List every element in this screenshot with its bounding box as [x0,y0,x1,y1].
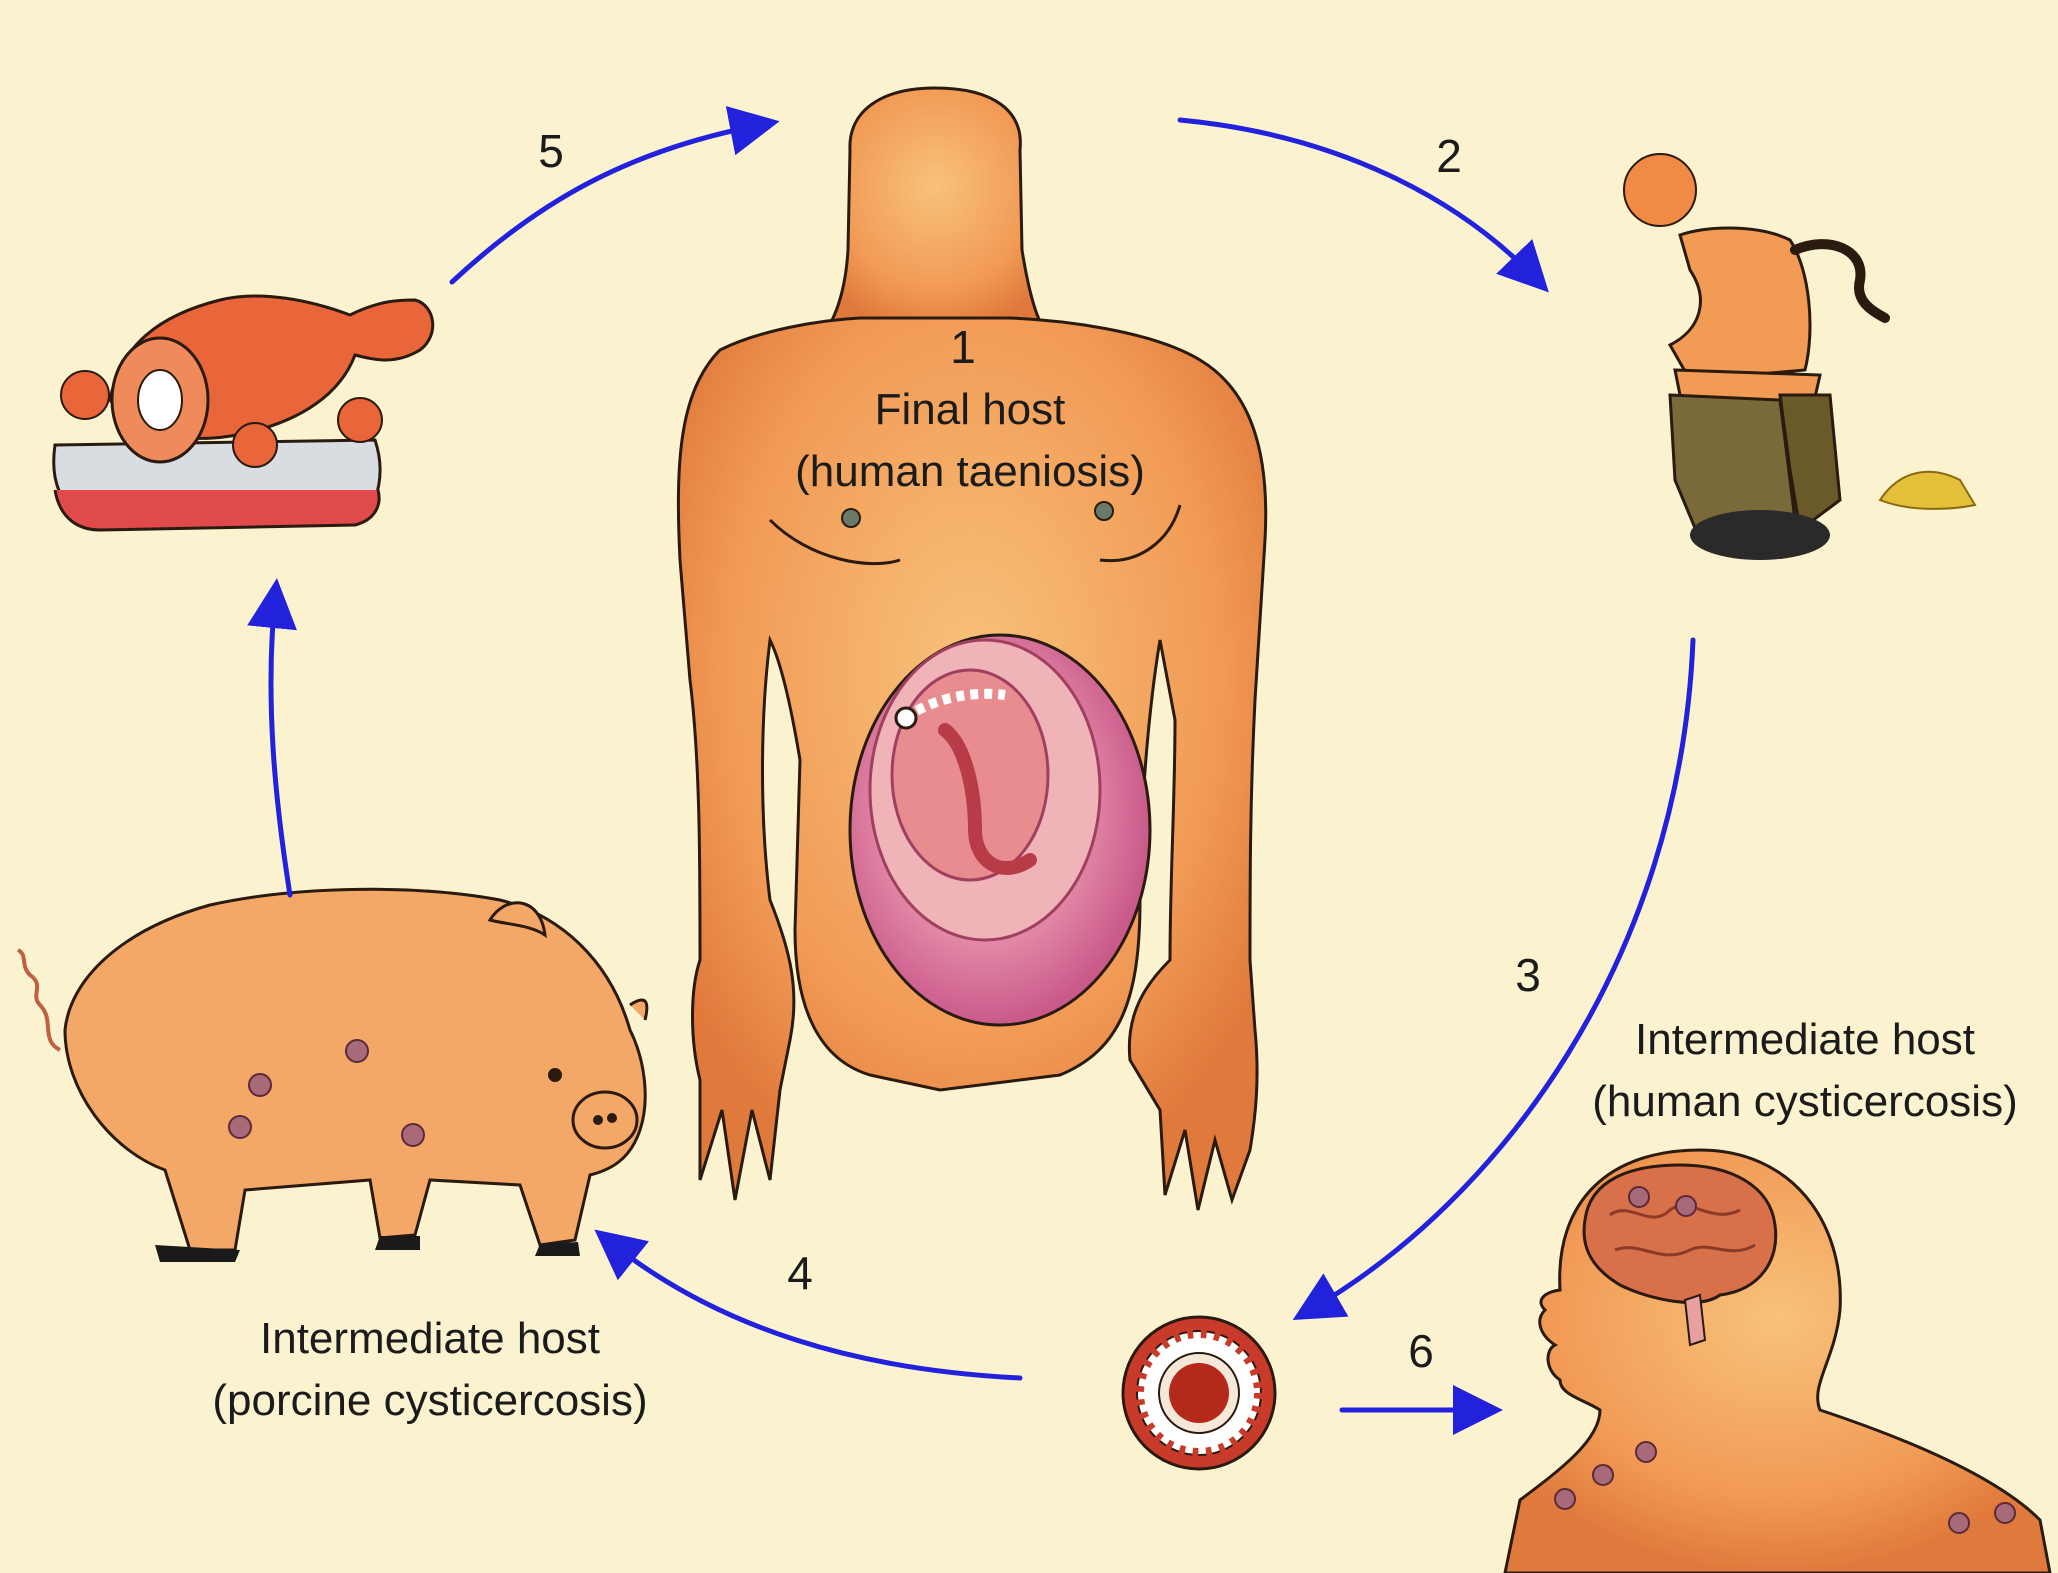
step-number-2: 2 [1436,130,1462,182]
human-intermediate-title: Intermediate host [1635,1015,1975,1064]
cycle-arrows [247,106,1696,1435]
arrow-step-4 [594,1229,1023,1381]
arrow-step-2 [1177,117,1549,293]
step-number-3: 3 [1515,949,1541,1001]
final-host-title: Final host [874,385,1066,434]
arrow-step-3 [1292,637,1696,1321]
step-number-4: 4 [787,1247,813,1299]
egg-icon [1121,1315,1277,1471]
defecating-person-icon [1623,153,1977,560]
meat-ham-icon [52,294,435,532]
human-intermediate-host-label: Intermediate host (human cysticercosis) [1560,1009,2050,1133]
human-torso-icon [676,86,1268,1211]
human-intermediate-subtitle: (human cysticercosis) [1592,1077,2018,1126]
arrow-step-5 [449,106,780,285]
step-number-5: 5 [538,125,564,177]
porcine-intermediate-host-label: Intermediate host (porcine cysticercosis… [180,1308,680,1432]
final-host-label: Final host (human taeniosis) [770,379,1170,503]
porcine-intermediate-title: Intermediate host [260,1314,600,1363]
porcine-intermediate-subtitle: (porcine cysticercosis) [212,1376,648,1425]
step-number-6: 6 [1408,1325,1434,1377]
pig-icon [16,887,649,1262]
cyst-spots-head [1554,1186,2016,1534]
cyst-spots-pig [228,1039,425,1147]
final-host-subtitle: (human taeniosis) [795,447,1145,496]
arrow-step-5-up [247,578,297,898]
step-number-1: 1 [950,321,976,373]
